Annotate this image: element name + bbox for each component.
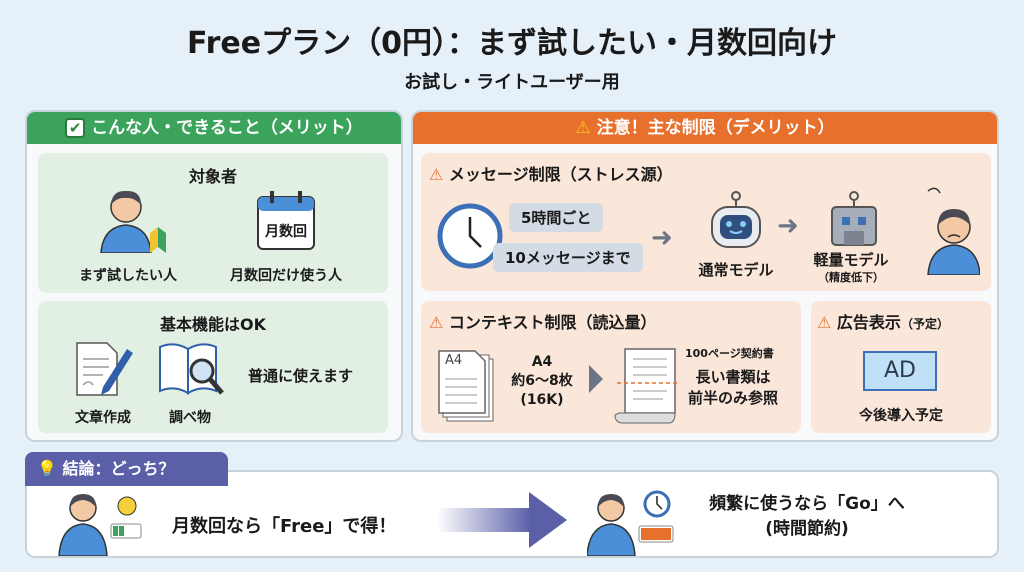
context-limit-heading: ⚠ コンテキスト制限（読込量） [429, 309, 656, 333]
conclusion-box: 月数回なら「Free」で得！ 頻繁に使うなら「Go」へ (時間節約) [25, 470, 999, 558]
target-heading: 対象者 [188, 167, 237, 186]
ads-note: 今後導入予定 [859, 408, 943, 424]
merits-header: ✔ こんな人・できること（メリット） [27, 112, 401, 144]
scroll-label: 100ページ契約書 [685, 347, 774, 360]
checkmark-icon: ✔ [65, 118, 86, 138]
merits-header-label: こんな人・できること（メリット） [91, 118, 363, 138]
merits-panel: ✔ こんな人・できること（メリット） 対象者 月数回 まず試したい人 月数回だけ… [25, 110, 403, 442]
long-scroll-icon [614, 348, 679, 424]
frustrated-user-icon [927, 187, 980, 275]
a4-doc-label: A4 [445, 353, 463, 368]
conclusion-go-line: 頻繁に使うなら「Go」へ [709, 494, 905, 514]
happy-user-battery-icon [58, 494, 142, 556]
context-limit-box: ⚠ コンテキスト制限（読込量） A4 A4 約6〜8枚 (16K) 100ページ… [421, 301, 801, 433]
size-line: 約6〜8枚 [511, 373, 573, 389]
lightbulb-icon: 💡 [37, 459, 57, 478]
size-line: (16K) [520, 392, 564, 408]
triangle-arrow-icon [589, 365, 603, 393]
context-size-text: A4 約6〜8枚 (16K) [507, 353, 577, 410]
message-limit-box: ⚠ メッセージ制限（ストレス源） 5時間ごと 10メッセージまで ➜ 通常モデル… [421, 153, 991, 291]
arrow-icon: ➜ [651, 223, 673, 253]
features-box: 基本機能はOK 文章作成 調べ物 普通に使えます [38, 301, 388, 433]
message-limit-title: メッセージ制限（ストレス源） [448, 165, 673, 184]
warning-icon: ⚠ [429, 313, 444, 332]
page-title: Freeプラン（0円）：まず試したい・月数回向け [187, 26, 837, 61]
feature-research: 調べ物 [169, 410, 211, 426]
right-arrow-icon [437, 492, 567, 548]
calendar-icon [257, 191, 315, 250]
demerits-header: ⚠ 注意！主な制限（デメリット） [413, 112, 997, 144]
light-model-note: （精度低下） [818, 271, 884, 284]
target-item-trial: まず試したい人 [79, 268, 177, 284]
arrow-icon: ➜ [777, 211, 799, 241]
context-result-text: 長い書類は 前半のみ参照 [683, 367, 783, 409]
features-note: 普通に使えます [248, 367, 354, 385]
warning-icon: ⚠ [817, 313, 832, 332]
conclusion-go: 頻繁に使うなら「Go」へ (時間節約) [687, 492, 927, 542]
normal-model-label: 通常モデル [698, 261, 774, 279]
document-pen-icon [76, 342, 133, 396]
conclusion-tag: 💡 結論：どっち？ [25, 452, 228, 486]
target-item-occasional: 月数回だけ使う人 [230, 268, 342, 284]
ads-title: 広告表示 [836, 313, 901, 332]
result-line: 長い書類は [695, 368, 771, 386]
book-magnifier-icon [159, 343, 224, 395]
warning-icon: ⚠ [429, 165, 444, 184]
conclusion-go-line: (時間節約) [765, 519, 849, 539]
smiling-robot-icon [711, 191, 761, 248]
page-subtitle: お試し・ライトユーザー用 [404, 72, 620, 93]
context-limit-title: コンテキスト制限（読込量） [448, 313, 657, 332]
a4-documents-icon [438, 350, 494, 422]
conclusion-free: 月数回なら「Free」で得！ [172, 516, 397, 537]
feature-writing: 文章作成 [75, 410, 131, 426]
size-line: A4 [531, 354, 553, 370]
beginner-user-icon [100, 190, 166, 253]
light-model-label: 軽量モデル [813, 251, 889, 269]
interval-bubble: 5時間ごと [509, 203, 604, 232]
message-limit-heading: ⚠ メッセージ制限（ストレス源） [429, 161, 673, 185]
conclusion-tag-label: 結論：どっち？ [62, 459, 175, 478]
message-count-bubble: 10メッセージまで [493, 243, 643, 272]
calendar-label: 月数回 [265, 224, 307, 240]
demerits-panel: ⚠ 注意！主な制限（デメリット） ⚠ メッセージ制限（ストレス源） 5時間ごと … [411, 110, 999, 442]
ads-heading: ⚠ 広告表示（予定） [817, 309, 949, 333]
demerits-header-label: 注意！主な制限（デメリット） [596, 118, 835, 138]
target-box: 対象者 月数回 まず試したい人 月数回だけ使う人 [38, 153, 388, 293]
warning-icon: ⚠ [575, 118, 591, 138]
busy-user-clock-battery-icon [587, 490, 674, 556]
result-line: 前半のみ参照 [687, 389, 778, 407]
light-robot-icon [831, 191, 877, 246]
ad-banner-icon: AD [863, 351, 937, 391]
ads-box: ⚠ 広告表示（予定） AD 今後導入予定 [811, 301, 991, 433]
clock-icon [437, 203, 503, 269]
features-heading: 基本機能はOK [159, 315, 266, 334]
ads-title-note: （予定） [900, 317, 949, 331]
